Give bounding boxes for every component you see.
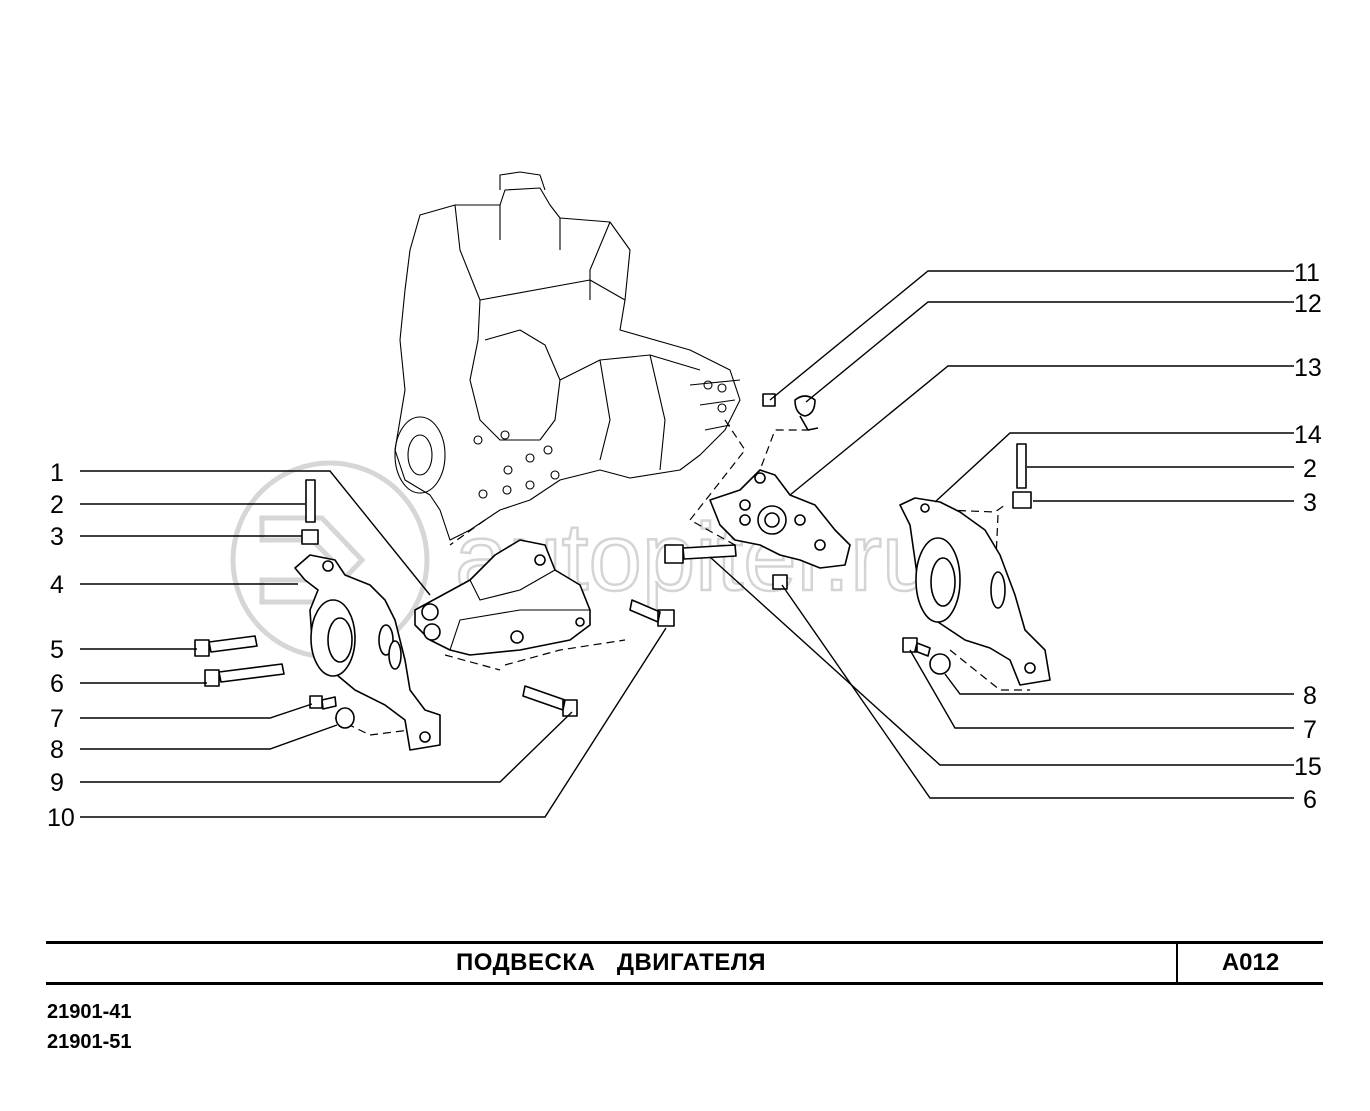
callouts-left: 1 2 3 4 5 6 7 8 9 10	[47, 459, 75, 832]
center-bracket	[414, 539, 591, 656]
callout-14: 14	[1294, 421, 1322, 449]
title-block: ПОДВЕСКА ДВИГАТЕЛЯ A012	[46, 941, 1323, 985]
callout-13: 13	[1294, 354, 1322, 382]
model-number-2: 21901-51	[47, 1031, 132, 1053]
callout-12: 12	[1294, 290, 1322, 318]
model-number-1: 21901-41	[47, 1001, 132, 1023]
callout-7-right: 7	[1303, 716, 1317, 744]
callout-8: 8	[50, 736, 64, 764]
callout-10: 10	[47, 804, 75, 832]
callout-5: 5	[50, 636, 64, 664]
callout-2-right: 2	[1303, 455, 1317, 483]
callout-6-right: 6	[1303, 786, 1317, 814]
left-engine-mount	[294, 554, 441, 751]
engine-bolt-holes	[473, 380, 727, 499]
callout-3: 3	[50, 523, 64, 551]
callouts-right: 11 12 13 14 2 3 8 7 15 6	[1294, 259, 1322, 814]
callout-3-right: 3	[1303, 489, 1317, 517]
diagram-code: A012	[1221, 949, 1280, 976]
callout-9: 9	[50, 769, 64, 797]
leader-lines	[80, 270, 1294, 818]
callout-11: 11	[1294, 259, 1320, 287]
right-engine-mount	[899, 497, 1051, 686]
fasteners	[194, 393, 1032, 729]
gearbox-bracket	[709, 469, 851, 569]
callout-4: 4	[50, 571, 64, 599]
callout-2: 2	[50, 491, 64, 519]
callout-1: 1	[50, 459, 64, 487]
engine-outline	[394, 171, 741, 541]
diagram-title: ПОДВЕСКА ДВИГАТЕЛЯ	[46, 944, 1178, 982]
callout-6: 6	[50, 670, 64, 698]
callout-8-right: 8	[1303, 682, 1317, 710]
callout-7: 7	[50, 705, 64, 733]
callout-15: 15	[1294, 753, 1322, 781]
